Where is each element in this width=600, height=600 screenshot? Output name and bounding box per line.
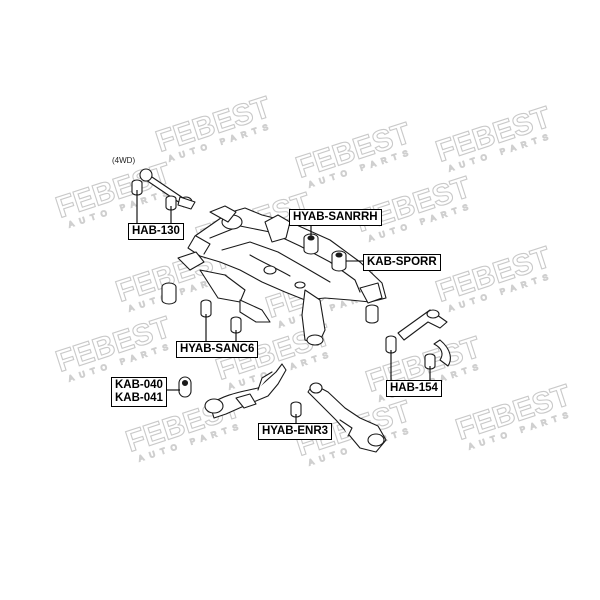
bushing-icon-hab130-a <box>131 179 143 196</box>
label-kab-040-041[interactable]: KAB-040 KAB-041 <box>111 377 167 407</box>
bushing-icon-hab154-a <box>385 335 397 354</box>
bushing-icon-left-mount <box>161 282 177 305</box>
label-hyab-sanrrh[interactable]: HYAB-SANRRH <box>289 209 382 226</box>
label-hyab-enr3[interactable]: HYAB-ENR3 <box>258 423 333 440</box>
subframe-drawing <box>177 205 387 346</box>
label-kab-040[interactable]: KAB-040 <box>115 379 163 391</box>
lower-control-arm-drawing <box>307 382 387 453</box>
bushing-icon-kab040 <box>178 376 192 398</box>
bushing-icon-hyab-enr3 <box>290 401 302 418</box>
variant-note: (4WD) <box>112 156 136 165</box>
bushing-icon-right-mount <box>365 304 379 324</box>
lower-link-hab154-drawing <box>397 309 451 367</box>
label-kab-041[interactable]: KAB-041 <box>115 392 163 404</box>
trailing-arm-drawing <box>204 363 287 419</box>
bushing-icon-kab-sporr <box>331 250 347 272</box>
label-hyab-sanc6[interactable]: HYAB-SANC6 <box>176 341 259 358</box>
bushing-icon-hab154-b <box>424 353 436 370</box>
label-kab-sporr[interactable]: KAB-SPORR <box>363 254 441 271</box>
label-hab-154[interactable]: HAB-154 <box>386 380 442 397</box>
bushing-icon-hyab-sanrrh <box>303 233 319 255</box>
label-hab-130[interactable]: HAB-130 <box>128 223 184 240</box>
